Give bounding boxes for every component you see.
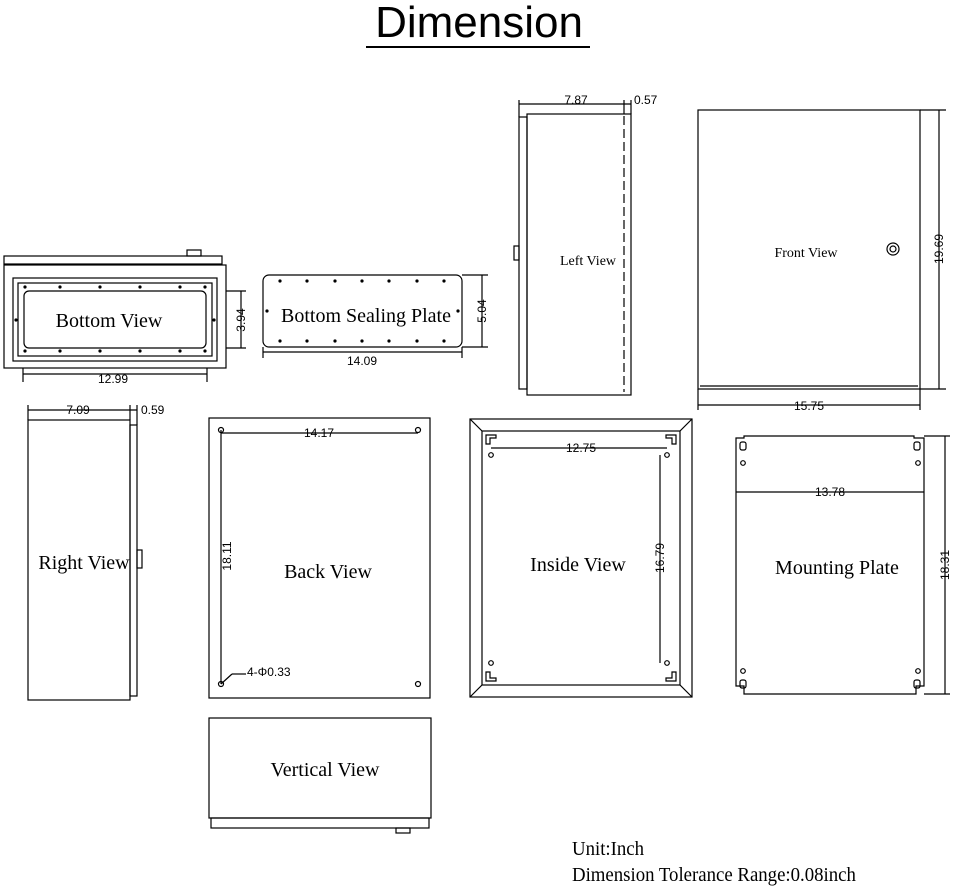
inside-view-height: 16.79 <box>653 543 667 573</box>
left-view-depth: 7.87 <box>564 93 588 107</box>
bottom-view-width: 12.99 <box>98 372 128 386</box>
back-view-hole-spacing-x: 14.17 <box>304 426 334 440</box>
back-view <box>208 417 431 699</box>
title-underline <box>366 46 590 48</box>
back-view-hole-spacing-y: 18.11 <box>220 541 234 570</box>
mounting-plate-width: 13.78 <box>815 485 845 499</box>
inside-view <box>469 418 693 698</box>
mounting-plate-label: Mounting Plate <box>775 557 899 579</box>
left-view <box>513 100 632 396</box>
inside-view-width: 12.75 <box>566 441 596 455</box>
mounting-plate-height: 18.31 <box>938 550 952 580</box>
bottom-sealing-plate-width: 14.09 <box>347 354 377 368</box>
bottom-sealing-plate-height: 5.04 <box>475 299 489 323</box>
front-view <box>697 109 946 410</box>
bottom-view-label: Bottom View <box>56 310 163 332</box>
bottom-sealing-plate <box>262 274 488 358</box>
back-view-label: Back View <box>284 561 372 583</box>
left-view-door: 0.57 <box>634 93 658 107</box>
front-view-width: 15.75 <box>794 399 824 413</box>
left-view-label: Left View <box>560 254 617 269</box>
bottom-sealing-plate-label: Bottom Sealing Plate <box>281 305 451 327</box>
page-title: Dimension <box>375 0 583 47</box>
right-view <box>27 405 143 701</box>
tolerance-note: Dimension Tolerance Range:0.08inch <box>572 864 856 886</box>
right-view-depth: 7.09 <box>66 403 90 417</box>
bottom-view-height: 3.94 <box>234 308 248 332</box>
unit-note: Unit:Inch <box>572 838 645 860</box>
bottom-view <box>3 249 246 382</box>
front-view-label: Front View <box>774 246 838 261</box>
right-view-door: 0.59 <box>141 403 165 417</box>
front-view-height: 19.69 <box>932 234 946 264</box>
vertical-view <box>208 717 432 834</box>
right-view-label: Right View <box>38 552 130 574</box>
mounting-plate <box>735 435 950 695</box>
vertical-view-label: Vertical View <box>271 759 381 781</box>
back-view-holes: 4-Φ0.33 <box>247 665 291 679</box>
inside-view-label: Inside View <box>530 554 626 576</box>
